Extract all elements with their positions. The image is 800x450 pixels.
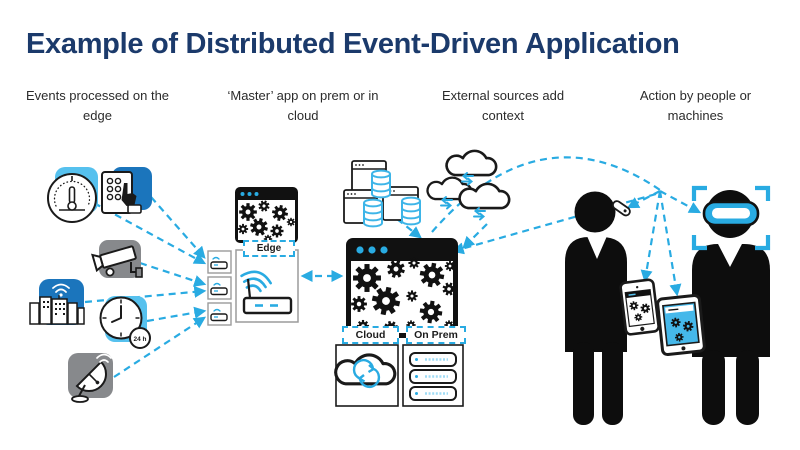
sync-arrows-icon xyxy=(352,358,381,388)
thermostat-icon xyxy=(47,167,98,223)
column-header-action: Action by people or machines xyxy=(639,88,752,124)
line-hub-to-master xyxy=(451,192,657,255)
external-cloud-sources xyxy=(426,149,511,221)
smartphone-icon xyxy=(619,278,660,336)
master-app-window xyxy=(346,238,459,339)
line-hub-to-earpiece xyxy=(626,190,661,209)
database-icon xyxy=(401,196,421,226)
router-icon xyxy=(242,296,293,315)
person-with-vr-headset-and-tablet xyxy=(656,185,771,425)
edge-gateway xyxy=(207,187,299,326)
column-header-external-sources: External sources add context xyxy=(441,88,565,124)
line-clock-to-edge xyxy=(146,306,207,323)
database-icon xyxy=(363,198,383,228)
line-clouds-to-master xyxy=(462,223,488,249)
window-dots xyxy=(356,246,388,254)
exchange-arrows-icon xyxy=(473,207,486,221)
satellite-dish-icon xyxy=(68,353,113,403)
person-torso xyxy=(692,244,770,357)
person-head xyxy=(574,191,616,233)
line-city-to-edge xyxy=(84,285,207,304)
smart-city-icon xyxy=(29,279,85,325)
earpiece-icon xyxy=(612,200,631,217)
mini-router-icons xyxy=(210,256,228,322)
person-with-earpiece-and-phone xyxy=(565,191,660,425)
line-thermostat-to-edge xyxy=(93,202,207,265)
security-camera-icon xyxy=(91,240,143,278)
24h-clock-icon: 24 h xyxy=(99,296,151,349)
column-header-master-app: ‘Master’ app on prem or in cloud xyxy=(227,88,379,124)
clock-badge-label: 24 h xyxy=(133,336,146,343)
cloud-label: Cloud xyxy=(342,326,399,344)
touch-tablet-icon xyxy=(101,167,152,214)
database-icon xyxy=(371,169,391,199)
edge-devices: 24 h xyxy=(29,167,152,403)
line-hub-to-phone xyxy=(640,190,662,283)
page-title: Example of Distributed Event-Driven Appl… xyxy=(26,28,680,60)
people xyxy=(565,185,771,425)
line-databases-to-master xyxy=(396,218,422,239)
line-camera-to-edge xyxy=(139,261,207,287)
column-header-edge-events: Events processed on the edge xyxy=(25,88,170,124)
on-prem-label: On Prem xyxy=(406,326,466,344)
vr-headset-icon xyxy=(702,200,760,227)
edge-label: Edge xyxy=(243,240,295,257)
tablet-icon xyxy=(656,293,706,357)
line-hub-to-tablet xyxy=(658,190,682,297)
tracking-brackets-icon xyxy=(691,185,771,251)
router-nodes xyxy=(207,250,232,326)
line-satellite-to-edge xyxy=(113,316,207,378)
line-hub-to-goggles xyxy=(659,190,702,214)
person-leg xyxy=(602,342,623,425)
cloud-deployment-box xyxy=(334,344,399,407)
line-tablet-to-edge xyxy=(150,196,206,259)
edge-gateway-box xyxy=(235,249,299,323)
edge-app-window xyxy=(235,187,298,244)
person-leg xyxy=(702,350,725,425)
person-leg xyxy=(573,342,594,425)
on-prem-deployment-box xyxy=(402,344,464,407)
cloud-source-icon xyxy=(445,149,498,177)
window-dots xyxy=(240,192,259,196)
person-leg xyxy=(736,350,759,425)
browser-database-sources xyxy=(343,160,421,228)
master-app xyxy=(334,160,464,407)
person-torso xyxy=(565,237,627,352)
